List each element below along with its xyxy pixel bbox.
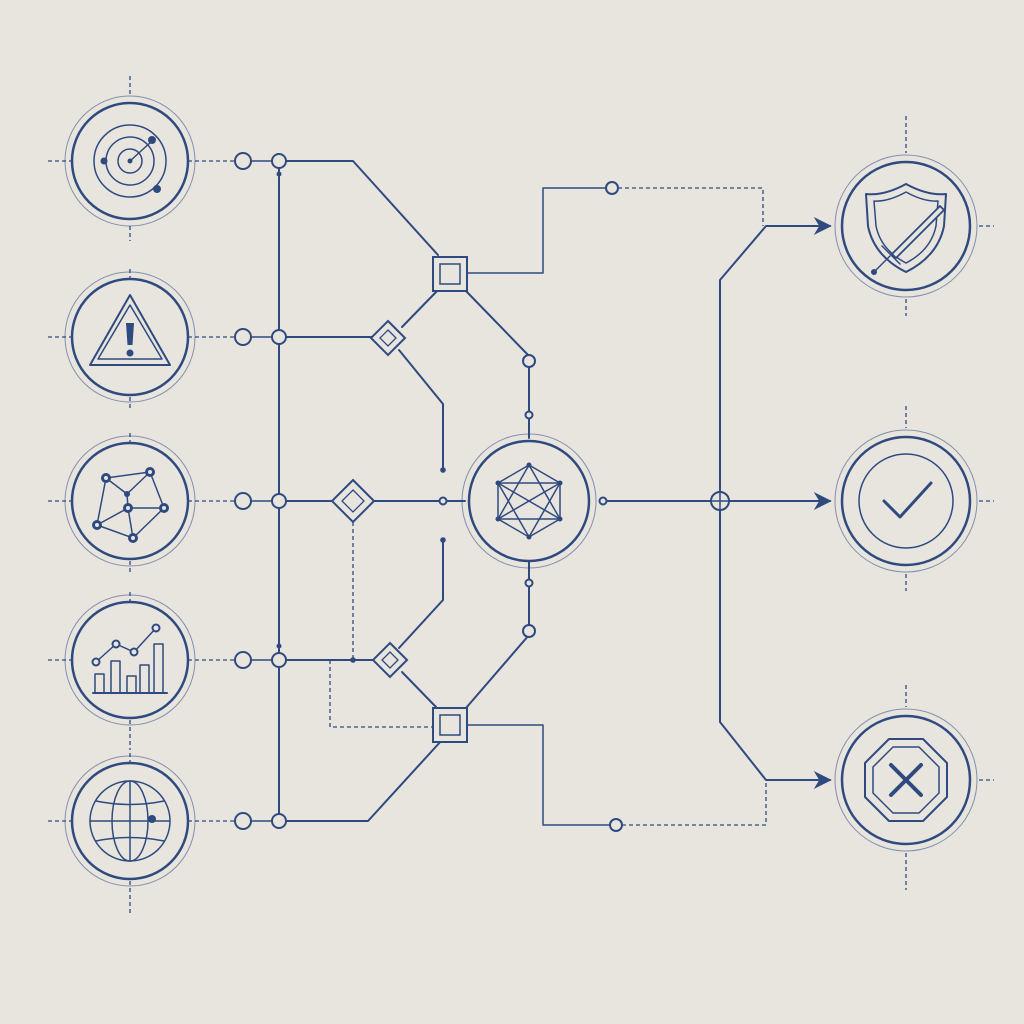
connector-lines — [48, 160, 832, 826]
warning-triangle-icon — [89, 294, 171, 366]
diamond-node-middle — [330, 478, 376, 524]
network-graph-icon — [92, 467, 169, 543]
output-approve — [834, 406, 994, 591]
checkmark-icon — [858, 453, 954, 549]
junction-nodes — [234, 152, 730, 832]
input-radar — [64, 76, 196, 241]
globe-icon — [89, 780, 171, 862]
bar-chart-icon — [91, 623, 168, 694]
diamond-node-lower — [371, 641, 409, 679]
output-defend — [834, 116, 994, 316]
shield-sword-icon — [865, 183, 947, 275]
square-node-bottom — [432, 707, 468, 743]
x-octagon-icon — [864, 738, 948, 822]
core-hub — [461, 433, 597, 569]
input-network — [64, 433, 196, 573]
square-node-top — [432, 256, 468, 292]
diamond-node-upper — [369, 319, 407, 357]
input-global — [64, 753, 196, 916]
input-analytics — [64, 592, 196, 750]
polygon-mesh-icon — [495, 462, 563, 540]
input-alert — [64, 269, 196, 409]
radar-icon — [93, 124, 167, 198]
output-block — [834, 685, 994, 890]
